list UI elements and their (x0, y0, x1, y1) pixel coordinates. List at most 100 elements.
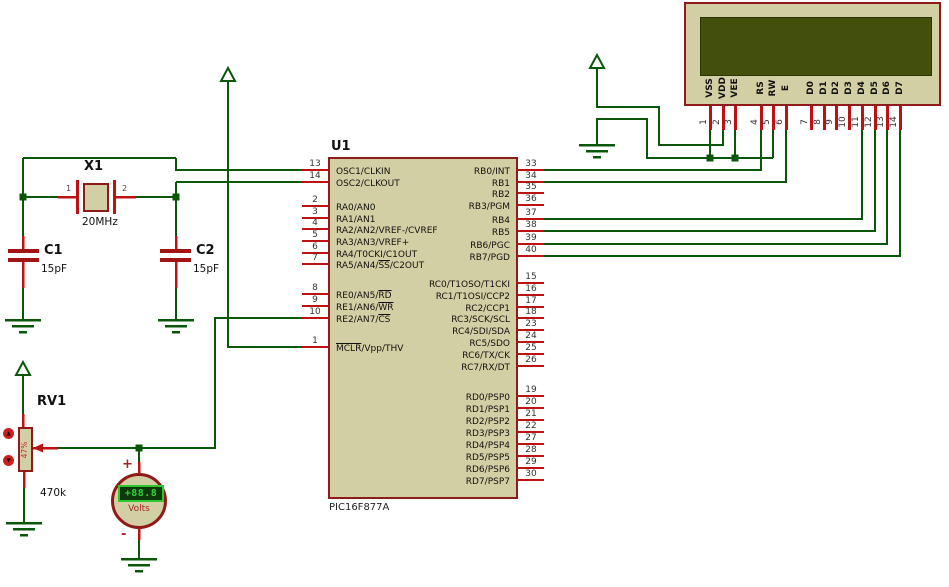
mcu-pin-label: RD7/PSP7 (465, 477, 510, 487)
mcu-pin-number: 25 (525, 343, 537, 353)
crystal-electrode-right (113, 180, 116, 214)
lcd-pin-number: 14 (889, 116, 899, 128)
wire (596, 118, 773, 159)
mcu-pin-stub (518, 431, 544, 433)
lcd-pin-label: D7 (895, 81, 905, 95)
mcu-pin-number: 24 (525, 331, 537, 341)
mcu-pin-stub (302, 205, 328, 207)
lcd-pin-label: D2 (831, 81, 841, 95)
mcu-pin-stub (518, 169, 544, 171)
mcu-pin-label: RD0/PSP0 (465, 393, 510, 403)
mcu-pin-label: RE1/AN6/WR (336, 303, 394, 313)
lcd-pin-stub (759, 106, 763, 130)
pot-increase-button[interactable]: ▲ (3, 428, 14, 439)
cap2-value-label: 15pF (193, 263, 220, 275)
mcu-pin-label: RD4/PSP4 (465, 441, 510, 451)
mcu-pin-label: RC4/SDI/SDA (452, 327, 510, 337)
voltmeter-minus-terminal-label: - (121, 527, 127, 542)
mcu-pin-stub (302, 305, 328, 307)
mcu-pin-stub (518, 230, 544, 232)
mcu-pin-stub (518, 282, 544, 284)
mcu-pin-stub (518, 407, 544, 409)
crystal-ref-label: X1 (84, 159, 104, 174)
mcu-pin-stub (518, 255, 544, 257)
mcu-pin-number: 9 (312, 295, 318, 305)
lcd-pin-stub (771, 106, 775, 130)
cap1-plate-top[interactable] (8, 249, 39, 253)
mcu-pin-label: RA5/AN4/SS/C2OUT (336, 261, 425, 271)
mcu-part-number: PIC16F877A (329, 502, 390, 513)
wire (544, 130, 787, 183)
mcu-pin-label: RC5/SDO (469, 339, 510, 349)
mcu-pin-number: 7 (312, 253, 318, 263)
pot-body[interactable]: 47% (18, 427, 33, 472)
lcd-pin-number: 8 (813, 119, 823, 125)
mcu-pin-number: 16 (525, 284, 537, 294)
lcd-pin-number: 11 (851, 116, 861, 128)
mcu-pin-stub (518, 218, 544, 220)
mcu-pin-label: RB1 (491, 179, 510, 189)
cap1-plate-bottom[interactable] (8, 258, 39, 262)
mcu-pin-number: 6 (312, 242, 318, 252)
power-symbol (588, 52, 606, 69)
mcu-pin-stub (302, 169, 328, 171)
wire (544, 130, 762, 171)
mcu-pin-label: RB3/PGM (468, 202, 510, 212)
lcd-pin-stub (721, 106, 725, 130)
mcu-pin-label: RC0/T1OSO/T1CKI (428, 280, 510, 290)
mcu-ref-label: U1 (331, 139, 351, 154)
mcu-pin-label: RD2/PSP2 (465, 417, 510, 427)
lcd-pin-label: VSS (705, 78, 715, 98)
lcd-pin-label: RW (768, 79, 778, 97)
mcu-pin-label: RD1/PSP1 (465, 405, 510, 415)
mcu-pin-stub (518, 306, 544, 308)
lcd-pin-label: E (781, 84, 791, 92)
crystal-body[interactable] (83, 183, 109, 212)
mcu-pin-label: RC2/CCP1 (465, 304, 510, 314)
lcd-module-body[interactable] (684, 2, 941, 106)
mcu-pin-label: RD6/PSP6 (465, 465, 510, 475)
mcu-pin-label: RC1/T1OSI/CCP2 (435, 292, 510, 302)
mcu-pin-stub (518, 395, 544, 397)
cap2-ref-label: C2 (196, 243, 215, 258)
mcu-pin-stub (518, 329, 544, 331)
mcu-pin-stub (302, 263, 328, 265)
mcu-pin-label: RB4 (491, 216, 510, 226)
mcu-pin-label: RD3/PSP3 (465, 429, 510, 439)
lcd-pin-label: D0 (806, 81, 816, 95)
cap2-plate-bottom[interactable] (160, 258, 191, 262)
junction-dot (135, 444, 143, 452)
lcd-pin-stub (784, 106, 788, 130)
mcu-pin-number: 20 (525, 397, 537, 407)
mcu-pin-stub (518, 294, 544, 296)
mcu-pin-stub (302, 181, 328, 183)
wire (227, 82, 302, 348)
pot-decrease-button[interactable]: ▼ (3, 455, 14, 466)
mcu-pin-label: RA1/AN1 (336, 215, 376, 225)
lcd-pin-stub (860, 106, 864, 130)
lcd-pin-number: 1 (699, 119, 709, 125)
mcu-pin-number: 17 (525, 296, 537, 306)
lcd-pin-number: 12 (864, 116, 874, 128)
mcu-pin-stub (518, 243, 544, 245)
mcu-pin-label: RB2 (491, 190, 510, 200)
lcd-pin-label: D5 (870, 81, 880, 95)
lcd-pin-stub (873, 106, 877, 130)
pot-value-label: 470k (40, 487, 67, 499)
crystal-value-label: 20MHz (82, 216, 118, 228)
mcu-pin-label: RA2/AN2/VREF-/CVREF (336, 226, 438, 236)
mcu-pin-stub (302, 228, 328, 230)
cap2-plate-top[interactable] (160, 249, 191, 253)
cap1-ref-label: C1 (44, 243, 63, 258)
wire (596, 69, 723, 146)
mcu-pin-label: RA3/AN3/VREF+ (336, 238, 410, 248)
mcu-pin-label: OSC1/CLKIN (336, 167, 391, 177)
mcu-pin-stub (518, 365, 544, 367)
mcu-pin-label: RA0/AN0 (336, 203, 376, 213)
mcu-pin-label: OSC2/CLKOUT (336, 179, 400, 189)
lcd-pin-label: VDD (718, 77, 728, 99)
mcu-pin-number: 14 (309, 171, 321, 181)
mcu-pin-stub (518, 419, 544, 421)
